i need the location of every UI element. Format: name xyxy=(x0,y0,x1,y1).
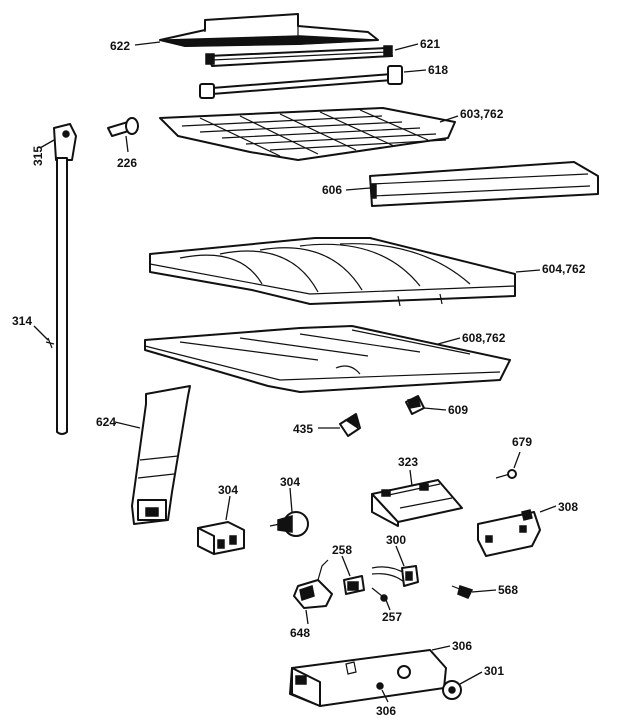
callout-301: 301 xyxy=(484,664,504,678)
part-301-knob xyxy=(442,680,462,700)
callout-258: 258 xyxy=(332,543,352,557)
callout-226: 226 xyxy=(117,156,137,170)
part-306-housing xyxy=(289,649,447,707)
part-609-fastener xyxy=(405,395,425,415)
callout-609: 609 xyxy=(448,403,468,417)
callout-648: 648 xyxy=(290,626,310,640)
part-304-relay xyxy=(197,521,245,555)
part-435-clip xyxy=(339,413,361,437)
callout-306b: 306 xyxy=(376,704,396,718)
part-608-pan xyxy=(144,325,511,393)
callout-608: 608,762 xyxy=(462,331,506,345)
part-603-shelf xyxy=(159,107,456,161)
part-314-tube xyxy=(45,157,68,435)
part-679-screw xyxy=(495,469,517,479)
part-621-rail xyxy=(205,45,393,67)
callout-621: 621 xyxy=(420,37,440,51)
callout-300: 300 xyxy=(386,533,406,547)
part-304-overload xyxy=(269,511,309,537)
part-624-panel xyxy=(131,385,191,525)
callout-314: 314 xyxy=(12,314,32,328)
callout-435: 435 xyxy=(293,422,313,436)
part-648-thermostat xyxy=(293,559,333,609)
callout-308: 308 xyxy=(558,500,578,514)
part-604-pan xyxy=(149,237,516,307)
part-618-rod xyxy=(199,65,403,99)
callout-315: 315 xyxy=(31,146,45,166)
callout-323: 323 xyxy=(398,455,418,469)
part-622-cover xyxy=(159,13,379,47)
part-568-screw xyxy=(451,585,474,599)
callout-304a: 304 xyxy=(218,483,238,497)
part-308-plate xyxy=(477,509,541,557)
callout-304b: 304 xyxy=(280,475,300,489)
callout-624: 624 xyxy=(96,415,116,429)
part-300-harness xyxy=(371,565,419,587)
callout-604: 604,762 xyxy=(542,262,586,276)
callout-606: 606 xyxy=(322,183,342,197)
part-258-connector xyxy=(343,575,365,595)
callout-257: 257 xyxy=(382,610,402,624)
part-315-bracket xyxy=(53,123,77,161)
callout-603: 603,762 xyxy=(460,107,504,121)
callout-679: 679 xyxy=(512,435,532,449)
part-323-bracket xyxy=(371,479,463,527)
part-606-trim xyxy=(369,161,599,207)
callout-306a: 306 xyxy=(452,639,472,653)
callout-618: 618 xyxy=(428,63,448,77)
part-226-cap xyxy=(107,117,139,137)
callout-622: 622 xyxy=(110,39,130,53)
callout-568: 568 xyxy=(498,583,518,597)
part-257-screw xyxy=(371,587,388,602)
